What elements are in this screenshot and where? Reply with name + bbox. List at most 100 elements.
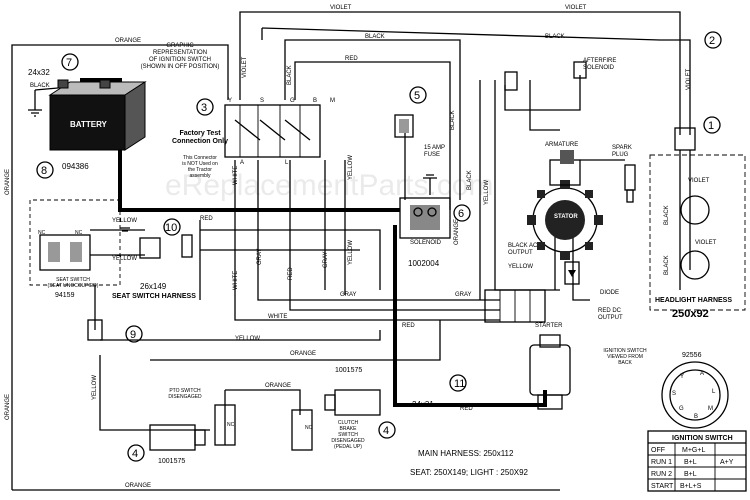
svg-text:11: 11 xyxy=(454,378,465,390)
pto-switch-label: PTO SWITCH DISENGAGED xyxy=(168,388,202,400)
svg-text:YELLOW: YELLOW xyxy=(348,240,354,265)
svg-text:VIOLET: VIOLET xyxy=(242,56,248,78)
headlight-harness-size: 250x92 xyxy=(672,308,709,320)
svg-text:9: 9 xyxy=(130,329,136,341)
headlight-harness-label: HEADLIGHT HARNESS xyxy=(655,297,733,304)
term-y: Y xyxy=(228,98,233,104)
armature-icon xyxy=(549,150,581,186)
ignition-pin-labels: Y A S L G M B xyxy=(672,371,716,420)
svg-text:L: L xyxy=(712,389,716,395)
seat-switch-box xyxy=(29,199,121,286)
clutch-switch-label: CLUTCH BRAKE SWITCH DISENGAGED (PEDAL UP… xyxy=(331,420,365,450)
headlight-bulb-1 xyxy=(680,195,710,225)
svg-text:BLACK: BLACK xyxy=(287,65,293,85)
svg-text:RED: RED xyxy=(200,216,213,222)
black-ac-output-label: BLACK AC OUTPUT xyxy=(508,243,538,256)
svg-text:M+G+L: M+G+L xyxy=(682,447,705,454)
seat-connector-icon xyxy=(139,237,161,259)
seat-harness-size: 26x149 xyxy=(140,282,167,291)
starter-label: STARTER xyxy=(535,323,563,329)
clutch-no-label: NO xyxy=(305,425,313,431)
armature-label: ARMATURE xyxy=(545,142,579,148)
red-dc-output-label: RED DC OUTPUT xyxy=(598,308,623,321)
wire-yellow-lower xyxy=(100,330,381,341)
pto-switch-part: 1001575 xyxy=(158,458,186,465)
pto-nc-label: NC xyxy=(227,422,235,428)
clutch-switch-part: 1001575 xyxy=(335,367,363,374)
svg-text:YELLOW: YELLOW xyxy=(348,155,354,180)
svg-text:GRAY: GRAY xyxy=(455,292,472,298)
wire-afterfire-loop xyxy=(504,75,581,111)
pto-switch-icon xyxy=(149,424,206,451)
battery-label: BATTERY xyxy=(70,120,108,129)
clutch-switch-schematic xyxy=(291,409,313,451)
svg-text:RED: RED xyxy=(402,323,415,329)
stator-icon xyxy=(527,180,603,260)
wire-yellow-left xyxy=(99,355,210,431)
svg-text:ORANGE: ORANGE xyxy=(290,351,316,357)
svg-text:GRAY: GRAY xyxy=(323,251,329,268)
svg-text:ORANGE: ORANGE xyxy=(5,169,11,195)
svg-text:ORANGE: ORANGE xyxy=(115,38,141,44)
seat-switch-part: 94159 xyxy=(55,292,75,299)
term-s: S xyxy=(260,98,265,104)
headlight-connector xyxy=(674,127,696,151)
svg-text:WHITE: WHITE xyxy=(233,166,239,185)
svg-text:YELLOW: YELLOW xyxy=(508,264,533,270)
watermark: eReplacementParts.com xyxy=(165,169,493,202)
svg-text:8: 8 xyxy=(41,165,47,177)
solenoid-part: 1002004 xyxy=(408,259,440,268)
afterfire-solenoid-icon xyxy=(504,61,587,91)
svg-text:B: B xyxy=(694,414,698,420)
svg-text:B+L: B+L xyxy=(684,471,697,478)
battery: BATTERY xyxy=(48,79,147,151)
seat-harness-label: SEAT SWITCH HARNESS xyxy=(112,293,196,300)
svg-text:Y: Y xyxy=(680,374,684,380)
battery-part: 094386 xyxy=(62,162,89,171)
svg-text:BLACK: BLACK xyxy=(545,34,565,40)
starter-icon xyxy=(529,334,571,410)
svg-text:G: G xyxy=(679,406,684,412)
wire-violet-top xyxy=(239,11,681,135)
ignition-switch-contacts xyxy=(234,119,311,141)
svg-text:2: 2 xyxy=(709,35,715,47)
wire-labels-vertical: VIOLET BLACK ORANGE ORANGE BLACK WHITE Y… xyxy=(5,56,692,420)
fuse-icon xyxy=(394,114,414,138)
diode-icon xyxy=(564,261,580,285)
seat-light-summary: SEAT: 250X149; LIGHT : 250X92 xyxy=(410,468,528,477)
svg-text:BLACK: BLACK xyxy=(365,34,385,40)
headlight-bulb-2 xyxy=(680,250,710,280)
svg-text:ORANGE: ORANGE xyxy=(125,483,151,489)
solenoid-label: SOLENOID xyxy=(410,240,442,246)
stator-label: STATOR xyxy=(554,214,578,220)
ignition-table-title: IGNITION SWITCH xyxy=(672,435,733,442)
svg-text:5: 5 xyxy=(414,90,420,102)
solenoid-icon xyxy=(399,197,451,239)
seat-harness-plug-2 xyxy=(87,319,103,341)
diode-label: DIODE xyxy=(600,290,620,296)
wire-stator-dc xyxy=(572,235,590,301)
wire-bundle-loop-a xyxy=(200,229,381,290)
svg-text:4: 4 xyxy=(383,425,389,437)
ignition-graphic-title: GRAPHIC REPRESENTATION OF IGNITION SWITC… xyxy=(140,43,220,70)
svg-text:BLACK: BLACK xyxy=(30,83,50,89)
svg-text:WHITE: WHITE xyxy=(268,314,287,320)
svg-text:RED: RED xyxy=(345,56,358,62)
svg-text:GRAY: GRAY xyxy=(257,248,263,265)
ignition-table: IGNITION SWITCH OFF M+G+L RUN 1 B+L A+Y … xyxy=(647,430,747,492)
svg-text:START: START xyxy=(651,483,674,490)
wire-labels: VIOLET VIOLET ORANGE BLACK BLACK RED BLA… xyxy=(30,5,717,489)
wire-battery-black xyxy=(34,87,59,91)
term-l: L xyxy=(285,160,289,166)
spark-plug-label: SPARK PLUG xyxy=(612,145,632,158)
svg-text:A: A xyxy=(700,371,704,377)
svg-text:BLACK: BLACK xyxy=(664,255,670,275)
wire-black-solenoid xyxy=(284,39,461,200)
svg-text:RUN 1: RUN 1 xyxy=(651,459,672,466)
svg-text:B+L: B+L xyxy=(684,459,697,466)
svg-text:ORANGE: ORANGE xyxy=(5,394,11,420)
svg-text:VIOLET: VIOLET xyxy=(695,240,717,246)
svg-text:4: 4 xyxy=(132,448,138,460)
svg-text:YELLOW: YELLOW xyxy=(112,218,137,224)
wire-orange-mid xyxy=(150,320,441,361)
